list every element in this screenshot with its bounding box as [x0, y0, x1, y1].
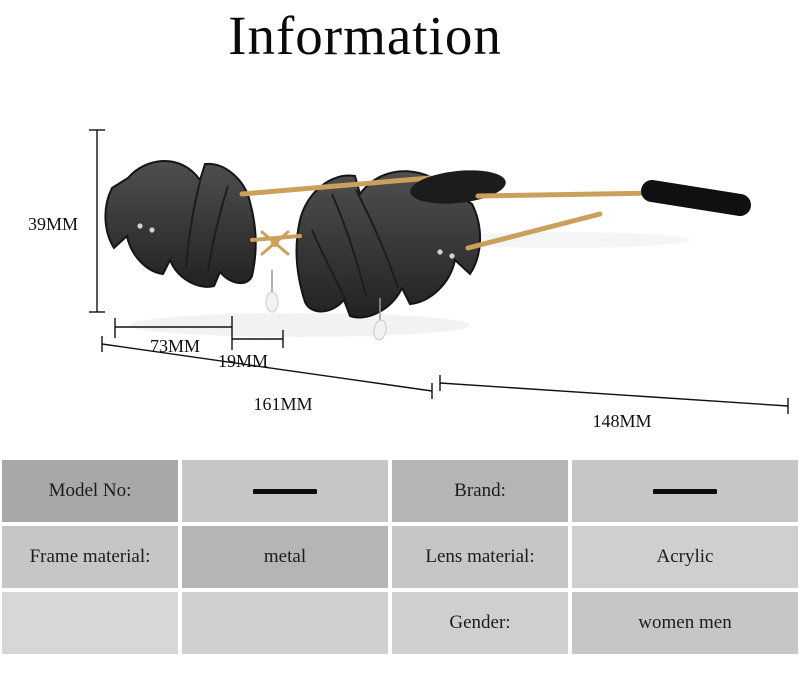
- temple-ear-tip: [641, 180, 751, 216]
- page-title: Information: [228, 5, 502, 66]
- cell-text: metal: [263, 546, 307, 567]
- cell-lens-material-label: Lens material:: [392, 526, 568, 588]
- right-lens: [295, 170, 482, 319]
- right-temple-arm: [465, 190, 659, 251]
- dimension-label-frame-width: 161MM: [253, 394, 312, 414]
- dimension-lines: [89, 129, 789, 414]
- dimension-label-temple-length: 148MM: [592, 411, 651, 431]
- nose-pads: [265, 270, 387, 341]
- product-figure: 39MM 73MM 19MM 161MM 148MM: [0, 90, 800, 455]
- cell-text: Gender:: [449, 612, 511, 633]
- cell-text: Brand:: [454, 480, 506, 501]
- cell-frame-material-label: Frame material:: [2, 526, 178, 588]
- cell-empty: [2, 592, 178, 654]
- dimension-label-lens-width: 73MM: [150, 336, 200, 356]
- sunglasses-diagram: 39MM 73MM 19MM 161MM 148MM: [28, 129, 789, 431]
- cell-brand-label: Brand:: [392, 460, 568, 522]
- redacted-line: [253, 488, 317, 494]
- dimension-label-lens-height: 39MM: [28, 214, 78, 234]
- bridge: [250, 230, 302, 256]
- cell-text: Frame material:: [29, 546, 151, 567]
- spec-table: Model No: Brand: Frame material: metal L…: [2, 460, 798, 654]
- cell-gender-value: women men: [572, 592, 798, 654]
- cell-empty: [182, 592, 388, 654]
- left-lens: [104, 160, 257, 288]
- cell-text: women men: [638, 612, 732, 633]
- redacted-line: [653, 488, 717, 494]
- shadow: [130, 313, 470, 337]
- cell-text: Lens material:: [425, 546, 535, 567]
- cell-text: Acrylic: [656, 546, 714, 567]
- cell-lens-material-value: Acrylic: [572, 526, 798, 588]
- cell-frame-material-value: metal: [182, 526, 388, 588]
- shadow: [430, 232, 690, 248]
- dimension-label-bridge-width: 19MM: [218, 351, 268, 371]
- left-temple-arm: [239, 175, 433, 197]
- rivets: [137, 223, 455, 259]
- cell-text: Model No:: [48, 480, 132, 501]
- cell-model-no-value: [182, 460, 388, 522]
- cell-gender-label: Gender:: [392, 592, 568, 654]
- cell-model-no-label: Model No:: [2, 460, 178, 522]
- cell-brand-value: [572, 460, 798, 522]
